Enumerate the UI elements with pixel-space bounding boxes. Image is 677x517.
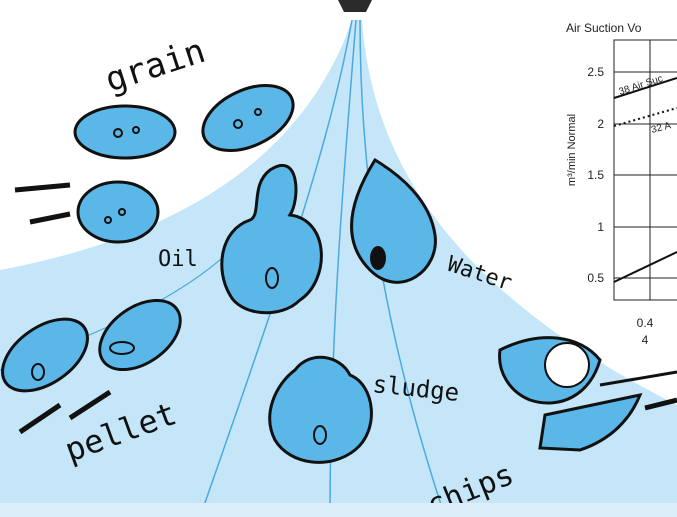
chips-character [538, 392, 643, 452]
series-label-32: 32 A [650, 120, 672, 136]
air-suction-chart: Air Suction Vo 38 Air Suc 32 A m³/min No… [566, 21, 677, 347]
pellet-character [1, 317, 89, 393]
grain-character [73, 104, 177, 160]
water-character [350, 157, 437, 284]
motion-line [68, 389, 112, 421]
y-tick-label: 2 [597, 117, 604, 131]
x-tick-sublabel: 4 [642, 333, 649, 347]
label-oil: Oil [158, 247, 198, 272]
y-tick-label: 1 [597, 220, 604, 234]
y-tick-label: 0.5 [587, 271, 604, 285]
chips-character [498, 336, 602, 405]
series-line-38 [613, 77, 677, 99]
grain-character [76, 180, 160, 244]
nozzle-icon [338, 0, 372, 12]
motion-line [29, 211, 71, 225]
motion-line [18, 402, 62, 435]
x-tick-label: 0.4 [637, 316, 654, 330]
y-tick-label: 2.5 [587, 65, 604, 79]
bottom-band [0, 503, 677, 517]
series-line-lower [613, 251, 677, 283]
grain-character [201, 84, 295, 152]
y-axis-label: m³/min Normal [566, 114, 578, 186]
motion-line [599, 370, 677, 387]
motion-line [644, 397, 677, 411]
series-line-32 [613, 107, 677, 127]
chart-title: Air Suction Vo [566, 21, 642, 35]
motion-line [14, 182, 71, 193]
sludge-character [268, 355, 373, 464]
oil-character [220, 163, 323, 315]
y-tick-label: 1.5 [587, 168, 604, 182]
label-grain: grain [100, 31, 210, 101]
pellet-character [98, 298, 182, 372]
